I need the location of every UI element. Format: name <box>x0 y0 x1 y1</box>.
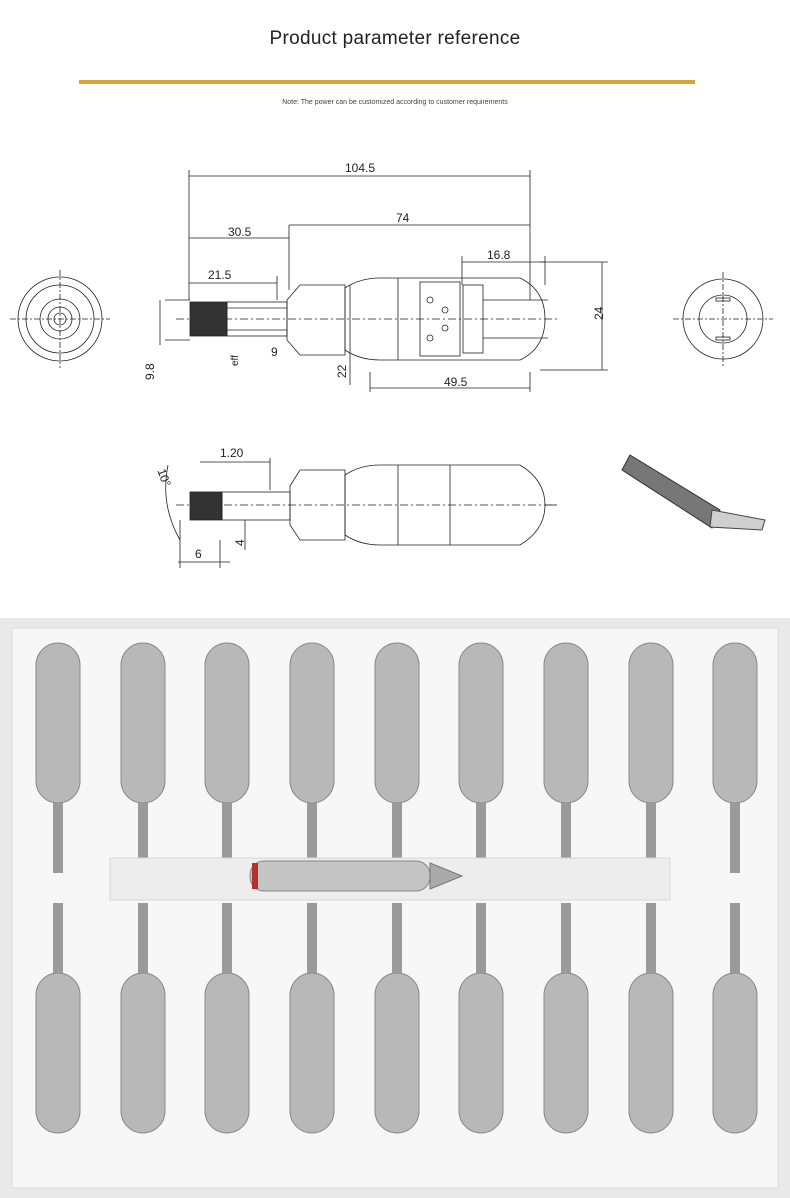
dim-22: 22 <box>335 364 349 378</box>
contra-angle-handpiece <box>249 860 464 892</box>
dim-4: 4 <box>233 539 247 546</box>
handpiece-render-icon <box>621 454 766 531</box>
dim-eff: eff <box>230 355 241 366</box>
dim-74: 74 <box>396 211 410 225</box>
dim-49-5: 49.5 <box>444 375 468 389</box>
dim-21-5: 21.5 <box>208 268 232 282</box>
handpiece-array-photo <box>0 618 790 1198</box>
dim-10deg: 10° <box>154 467 173 489</box>
dim-24: 24 <box>592 306 606 320</box>
title-underline <box>79 80 695 84</box>
dim-104-5: 104.5 <box>345 161 375 175</box>
technical-drawing: 104.5 74 30.5 21.5 16.8 24 9 eff 9.8 22 … <box>10 161 773 568</box>
dim-1-20: 1.20 <box>220 446 244 460</box>
dim-16-8: 16.8 <box>487 248 511 262</box>
dim-9: 9 <box>271 345 278 359</box>
dim-9-8: 9.8 <box>143 363 157 380</box>
dim-6: 6 <box>195 547 202 561</box>
power-note: Note: The power can be customized accord… <box>282 99 508 106</box>
dim-30-5: 30.5 <box>228 225 252 239</box>
page-title: Product parameter reference <box>269 28 521 49</box>
